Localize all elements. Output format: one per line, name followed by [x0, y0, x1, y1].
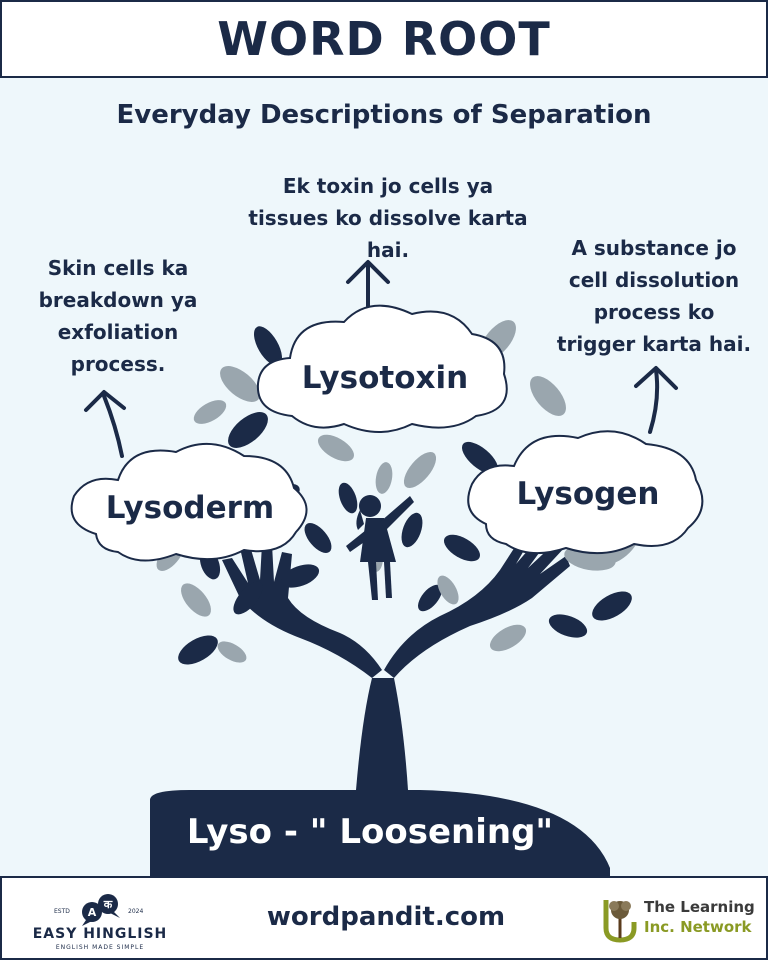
root-definition: Lyso - " Loosening" — [186, 812, 554, 852]
logo-tagline: ENGLISH MADE SIMPLE — [55, 944, 145, 951]
logo-glyph-a: A — [88, 906, 97, 919]
tree-trunk — [356, 678, 408, 790]
cloud-lysoderm — [70, 442, 308, 562]
site-url[interactable]: wordpandit.com — [266, 902, 506, 932]
footer: A क ESTD 2024 EASY HINGLISH ENGLISH MADE… — [0, 876, 768, 960]
description-lysogen: A substance jo cell dissolution process … — [556, 236, 752, 356]
tree-illustration — [70, 260, 704, 876]
word-lysogen: Lysogen — [516, 476, 660, 512]
easy-hinglish-logo: A क ESTD 2024 EASY HINGLISH ENGLISH MADE… — [30, 886, 170, 954]
learning-line1: The Learning — [644, 898, 755, 916]
illustration-area: Everyday Descriptions of Separation — [0, 78, 768, 876]
description-lysotoxin: Ek toxin jo cells ya tissues ko dissolve… — [248, 174, 528, 262]
arrow-up-icon-left — [84, 390, 126, 458]
cloud-lysotoxin — [256, 304, 508, 433]
header-banner: WORD ROOT — [0, 0, 768, 78]
logo-estd: ESTD — [54, 908, 70, 915]
logo-year: 2024 — [128, 908, 144, 915]
logo-name: EASY HINGLISH — [32, 926, 168, 942]
ground-mound — [150, 790, 610, 876]
girl-silhouette-icon — [346, 495, 414, 600]
subtitle: Everyday Descriptions of Separation — [116, 100, 652, 130]
right-hand-icon — [384, 534, 570, 678]
arrow-up-icon-center — [346, 260, 390, 308]
logo-glyph-ka: क — [103, 898, 113, 911]
description-lysoderm: Skin cells ka breakdown ya exfoliation p… — [38, 256, 198, 376]
learning-line2: Inc. Network — [644, 918, 752, 936]
speech-bubble-icon: A क — [82, 894, 120, 926]
arrow-up-icon-right — [634, 366, 678, 434]
word-lysotoxin: Lysotoxin — [301, 360, 469, 396]
cloud-lysogen — [467, 430, 704, 555]
page-title: WORD ROOT — [217, 12, 551, 66]
word-lysoderm: Lysoderm — [105, 490, 275, 526]
learning-network-logo: The Learning Inc. Network — [600, 894, 760, 946]
tree-logo-icon — [603, 900, 637, 943]
left-hand-icon — [222, 544, 382, 678]
